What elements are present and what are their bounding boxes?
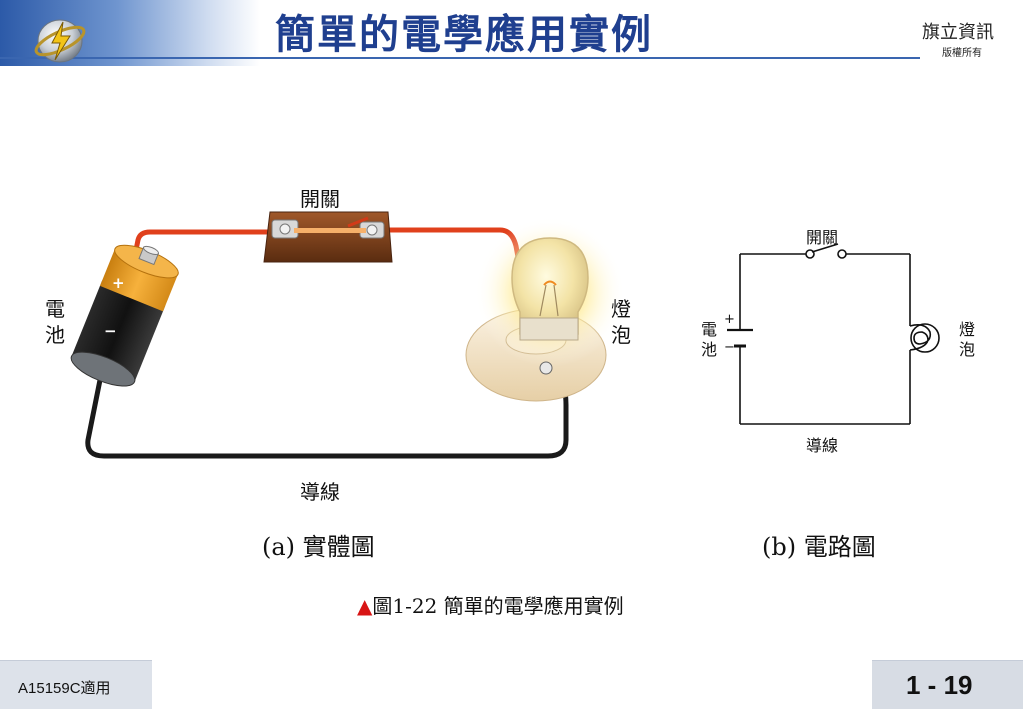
page-number: 1 - 19 [906,670,973,700]
caption-triangle-icon: ▲ [357,594,373,618]
battery-minus-sign: − [104,322,117,340]
caption-text: 圖1-22 簡單的電學應用實例 [372,594,624,618]
schematic-switch-label: 開關 [806,228,839,247]
publisher-name: 旗立資訊 [922,22,994,43]
schematic-wire-label: 導線 [806,436,839,455]
figure-b-sublabel: (b) 電路圖 [762,533,876,561]
bulb-illustration [465,217,625,402]
figure-caption: ▲圖1-22 簡單的電學應用實例 [357,590,624,619]
switch-illustration [263,211,393,263]
lightning-globe-icon [34,19,86,63]
red-wire-battery-to-switch [127,229,271,283]
course-code: A15159C適用 [18,680,111,697]
wire-label: 導線 [300,480,340,504]
page-title: 簡單的電學應用實例 [275,11,653,58]
schematic-minus-sign: − [724,340,735,355]
schematic-battery-label: 電池 [700,320,717,359]
course-code-box: A15159C適用 [0,660,152,709]
slide-header: 簡單的電學應用實例 旗立資訊 版權所有 [0,0,1023,70]
schematic-plus-sign: + [724,312,735,327]
rights-notice: 版權所有 [942,48,982,59]
battery-plus-sign: + [112,274,125,292]
battery-label: 電池 [45,297,65,347]
page-number-box: 1 - 19 [872,660,1023,709]
battery-illustration [70,244,179,387]
circuit-schematic [727,243,940,425]
header-rule [0,57,920,59]
figure-a-sublabel: (a) 實體圖 [262,533,375,561]
bulb-label: 燈泡 [611,297,631,347]
switch-label: 開關 [300,187,340,211]
schematic-bulb-label: 燈泡 [958,320,975,359]
